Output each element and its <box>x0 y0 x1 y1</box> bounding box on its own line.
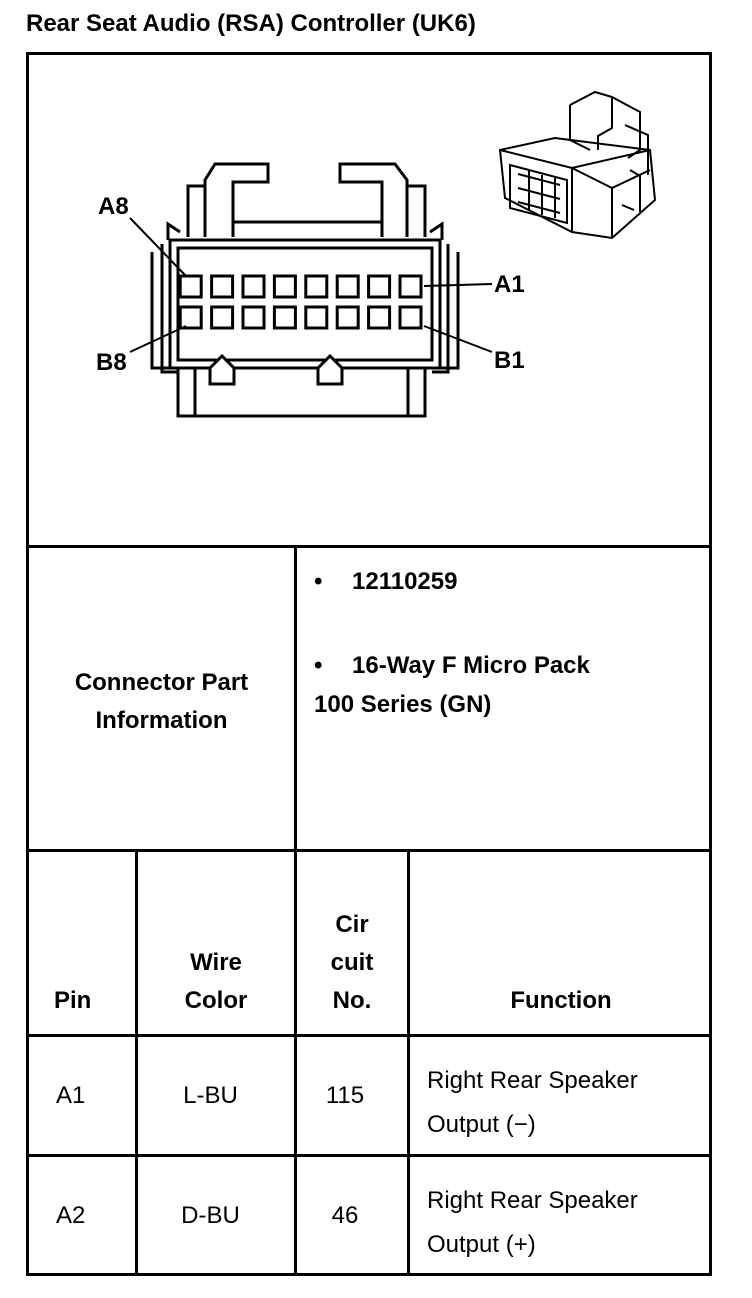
row1-function: Right Rear Speaker Output (−) <box>427 1059 638 1147</box>
connector-description-item: • 16-Way F Micro Pack 100 Series (GN) <box>314 646 590 724</box>
divider-col-pin <box>135 849 138 1276</box>
connector-description-line2: 100 Series (GN) <box>314 691 492 718</box>
terminal-cavity-b8 <box>178 305 203 330</box>
pin-label-a8: A8 <box>98 193 129 220</box>
terminal-cavity-a5 <box>272 274 297 299</box>
terminal-cavity-b3 <box>335 305 360 330</box>
row1-function-line1: Right Rear Speaker <box>427 1067 638 1094</box>
row2-wire-color: D-BU <box>181 1202 240 1229</box>
header-circuit-line1: Cir <box>335 911 369 938</box>
header-pin: Pin <box>54 987 92 1014</box>
row1-pin: A1 <box>56 1082 86 1109</box>
connector-info-label: Connector Part Information <box>29 664 294 740</box>
row2-function-line1: Right Rear Speaker <box>427 1187 638 1214</box>
divider-header-bottom <box>26 1034 712 1037</box>
divider-row1-bottom <box>26 1154 712 1157</box>
connector-table-frame <box>26 52 712 1276</box>
terminal-cavity-b1 <box>398 305 423 330</box>
header-circuit-line3: No. <box>332 987 372 1014</box>
terminal-cavity-a1 <box>398 274 423 299</box>
pin-label-a1: A1 <box>494 271 525 298</box>
row2-pin: A2 <box>56 1202 86 1229</box>
bullet: • <box>314 652 323 679</box>
connector-info-label-line2: Information <box>95 707 228 734</box>
part-number-bullet-item: • 12110259 <box>314 568 457 596</box>
divider-diagram-bottom <box>26 545 712 548</box>
header-circuit-no: Cir cuit No. <box>297 906 407 1020</box>
pin-label-b1: B1 <box>494 347 525 374</box>
row2-circuit: 46 <box>331 1202 359 1229</box>
row2-function: Right Rear Speaker Output (+) <box>427 1179 638 1267</box>
divider-col-wire <box>294 849 297 1276</box>
terminal-cavity-a6 <box>241 274 266 299</box>
header-function: Function <box>510 987 612 1014</box>
row1-function-line2: Output (−) <box>427 1111 536 1138</box>
part-number: 12110259 <box>352 568 458 595</box>
terminal-cavity-b6 <box>241 305 266 330</box>
terminal-cavity-a7 <box>210 274 235 299</box>
connector-info-label-line1: Connector Part <box>74 669 249 696</box>
header-wire-color: Wire Color <box>138 944 294 1020</box>
terminal-cavity-b4 <box>304 305 329 330</box>
divider-info-bottom <box>26 849 712 852</box>
page-title: Rear Seat Audio (RSA) Controller (UK6) <box>26 10 476 37</box>
terminal-cavity-a2 <box>367 274 392 299</box>
pin-label-b8: B8 <box>96 349 127 376</box>
divider-info-column <box>294 545 297 851</box>
bullet: • <box>314 568 323 595</box>
connector-face-diagram: A8 A1 B8 B1 <box>96 90 657 418</box>
terminal-cavity-a4 <box>304 274 329 299</box>
terminal-cavity-b2 <box>367 305 392 330</box>
connector-isometric-view <box>498 90 657 240</box>
header-circuit-line2: cuit <box>330 949 374 976</box>
terminal-cavity-b5 <box>272 305 297 330</box>
row1-wire-color: L-BU <box>183 1082 238 1109</box>
divider-col-circuit <box>407 849 410 1276</box>
row1-circuit: 115 <box>325 1082 365 1109</box>
terminal-cavity-a3 <box>335 274 360 299</box>
row2-function-line2: Output (+) <box>427 1231 536 1258</box>
terminal-cavity-a8 <box>178 274 203 299</box>
header-wire-line2: Color <box>184 987 248 1014</box>
terminal-cavity-b7 <box>210 305 235 330</box>
connector-description-line1: 16-Way F Micro Pack <box>352 652 590 679</box>
header-wire-line1: Wire <box>190 949 242 976</box>
